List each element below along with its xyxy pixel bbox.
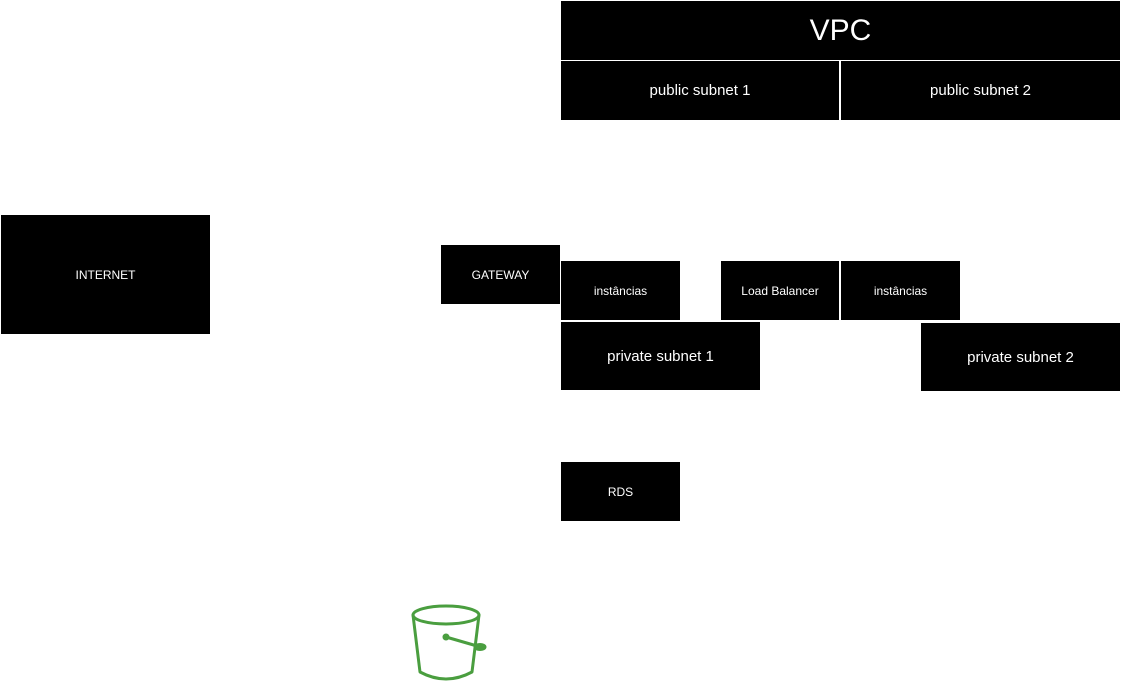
private-subnet-1-box: private subnet 1 — [561, 322, 760, 390]
instances-box-2: instâncias — [841, 261, 960, 320]
vpc-box: VPC — [561, 1, 1120, 60]
private-subnet-2-box: private subnet 2 — [921, 323, 1120, 391]
instances-box-1: instâncias — [561, 261, 680, 320]
s3-bucket-icon — [411, 604, 487, 681]
load-balancer-box: Load Balancer — [721, 261, 839, 320]
gateway-box: GATEWAY — [441, 245, 560, 304]
internet-box: INTERNET — [1, 215, 210, 334]
public-subnet-2-box: public subnet 2 — [841, 61, 1120, 120]
public-subnet-1-box: public subnet 1 — [561, 61, 839, 120]
rds-box: RDS — [561, 462, 680, 521]
